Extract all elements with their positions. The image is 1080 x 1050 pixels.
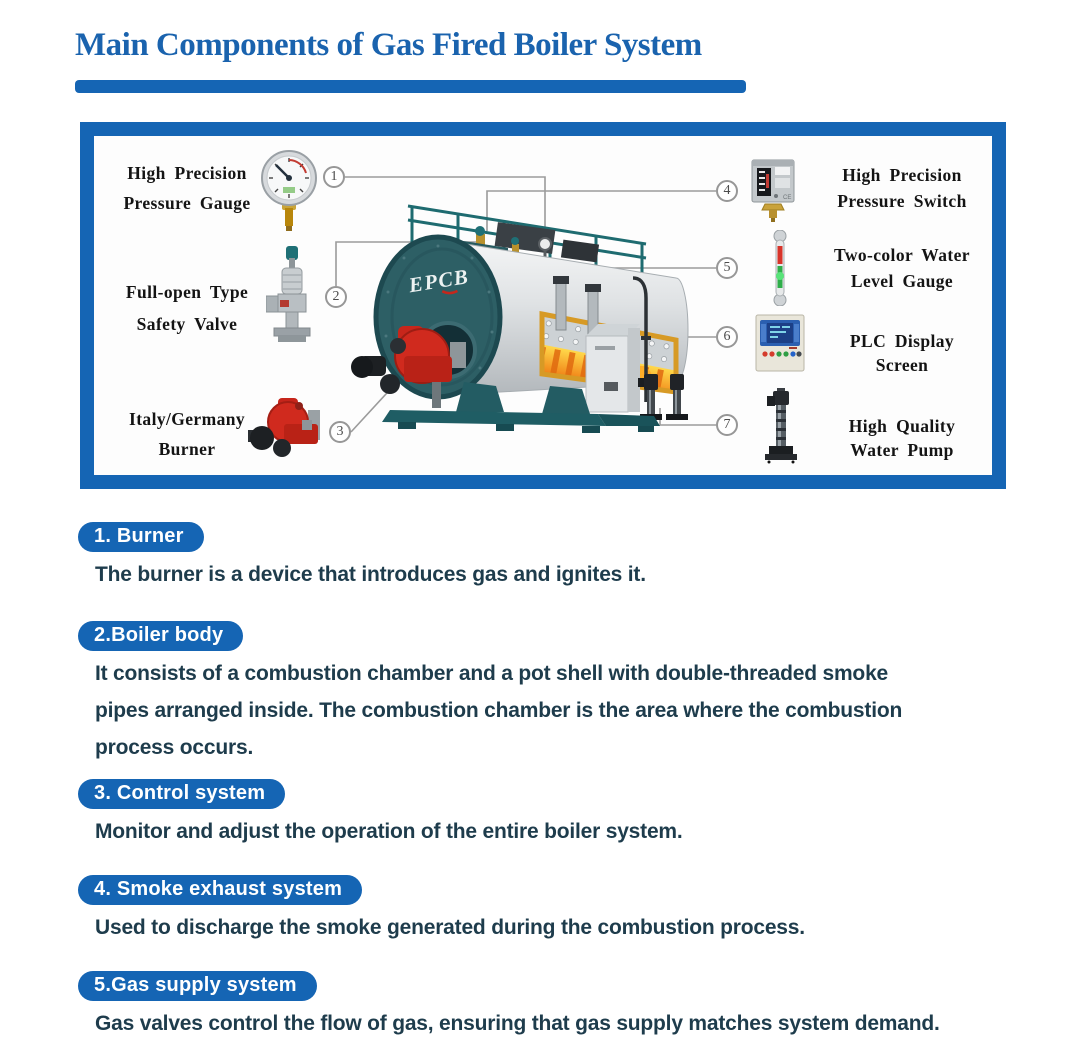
callout-number-7: 7 xyxy=(716,414,738,436)
section-badge-boiler-body: 2.Boiler body xyxy=(78,621,244,651)
section-text-gas-supply: Gas valves control the flow of gas, ensu… xyxy=(95,1012,940,1035)
pressure-switch-icon: CE xyxy=(751,159,795,222)
safety-valve-icon xyxy=(266,246,311,342)
burner-on-boiler xyxy=(351,326,466,408)
page-title: Main Components of Gas Fired Boiler Syst… xyxy=(75,27,702,63)
callout-number-3: 3 xyxy=(329,421,351,443)
section-text-burner: The burner is a device that introduces g… xyxy=(95,563,646,586)
section-gas-supply: 5.Gas supply system Gas valves control t… xyxy=(78,971,1038,1042)
component-descriptions: 1. Burner The burner is a device that in… xyxy=(78,522,1038,1042)
section-badge-gas-supply: 5.Gas supply system xyxy=(78,971,317,1001)
plc-screen-icon xyxy=(755,314,805,372)
section-control-system: 3. Control system Monitor and adjust the… xyxy=(78,779,1038,850)
label-pressure-switch-line1: High Precision xyxy=(842,165,962,185)
label-water-pump-line1: High Quality xyxy=(848,416,956,436)
pump-pair xyxy=(638,374,688,420)
callout-number-6: 6 xyxy=(716,326,738,348)
boiler-diagram-panel: EPCB xyxy=(80,122,1006,489)
label-pressure-switch-line2: Pressure Switch xyxy=(837,191,967,211)
section-badge-smoke-exhaust: 4. Smoke exhaust system xyxy=(78,875,363,905)
section-smoke-exhaust: 4. Smoke exhaust system Used to discharg… xyxy=(78,875,1038,946)
section-burner: 1. Burner The burner is a device that in… xyxy=(78,522,1038,593)
section-badge-control-system: 3. Control system xyxy=(78,779,286,809)
label-pressure-gauge-line2: Pressure Gauge xyxy=(123,193,251,213)
section-text-control-system: Monitor and adjust the operation of the … xyxy=(95,820,683,843)
label-water-pump-line2: Water Pump xyxy=(850,440,954,460)
svg-text:CE: CE xyxy=(783,195,791,201)
label-safety-valve-line2: Safety Valve xyxy=(136,314,238,334)
callout-number-4: 4 xyxy=(716,180,738,202)
burner-icon xyxy=(248,398,320,457)
section-text-boiler-body: It consists of a combustion chamber and … xyxy=(95,662,903,759)
label-plc-line1: PLC Display xyxy=(849,331,955,351)
label-safety-valve-line1: Full-open Type xyxy=(125,282,249,302)
title-underline-bar xyxy=(75,80,746,93)
callout-number-5: 5 xyxy=(716,257,738,279)
callout-number-2: 2 xyxy=(325,286,347,308)
section-text-smoke-exhaust: Used to discharge the smoke generated du… xyxy=(95,916,805,939)
label-plc-line2: Screen xyxy=(875,355,929,375)
water-level-gauge-icon xyxy=(773,230,787,306)
label-level-gauge-line1: Two-color Water xyxy=(834,245,970,265)
pressure-gauge-icon xyxy=(261,150,317,231)
section-badge-burner: 1. Burner xyxy=(78,522,204,552)
section-boiler-body: 2.Boiler body It consists of a combustio… xyxy=(78,621,1038,766)
callout-number-1: 1 xyxy=(323,166,345,188)
label-burner-line2: Burner xyxy=(158,439,216,459)
label-burner-line1: Italy/Germany xyxy=(128,409,246,429)
label-level-gauge-line2: Level Gauge xyxy=(850,271,954,291)
label-pressure-gauge-line1: High Precision xyxy=(127,163,247,183)
water-pump-icon xyxy=(765,388,797,464)
boiler-illustration: EPCB xyxy=(351,204,689,433)
